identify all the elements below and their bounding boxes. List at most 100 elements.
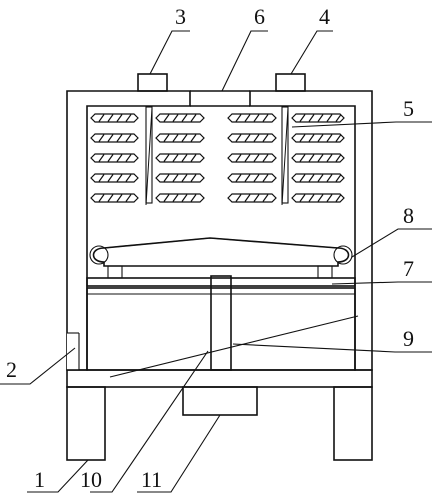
leader-lines [0,30,432,493]
louver-blade-hatch [253,174,260,182]
louver-blade-hatch [107,174,114,182]
label-2: 2 [6,357,17,382]
louver-blade-hatch [181,174,188,182]
shaft-brace [281,107,289,206]
louver-blade-hatch [317,174,324,182]
callout-labels: 3 6 4 5 8 7 9 2 1 10 11 [6,4,414,492]
louver-blade [155,133,205,143]
louver-blade-hatch [116,114,123,122]
label-10: 10 [80,467,102,492]
louver-blade-hatch [244,154,251,162]
louver-blade-hatch [326,134,333,142]
louver-blade-hatch [326,194,333,202]
louver-blade-hatch [235,134,242,142]
label-1: 1 [34,467,45,492]
louver-blade-hatch [181,134,188,142]
louver-blade-hatch [125,154,132,162]
louver-blade-hatch [308,194,315,202]
louver-blade-hatch [299,114,306,122]
louver-blade-hatch [116,194,123,202]
label-8: 8 [403,203,414,228]
louver-blade-hatch [317,114,324,122]
louver-blade-hatch [235,114,242,122]
louver-blade-hatch [308,114,315,122]
louver-blade-hatch [253,114,260,122]
top-fitting-right [275,73,306,92]
top-fitting-left [137,73,168,92]
louver-blade-hatch [299,174,306,182]
louver-blade-hatch [262,114,269,122]
louver-blade-hatch [190,174,197,182]
louver-blade-hatch [172,174,179,182]
louver-blade [155,193,205,203]
louver-blade-hatch [190,114,197,122]
louver-blade-hatch [235,174,242,182]
louver-blade-hatch [107,154,114,162]
bottom-plate [66,369,373,388]
housing-top-wall [66,90,373,371]
bottom-unit-box [182,386,258,416]
louver-blade-hatch [98,114,105,122]
louver-blade-hatch [262,194,269,202]
louver-blade-hatch [335,154,342,162]
louver-blade-hatch [253,154,260,162]
support-leg-right [333,386,373,461]
louver-blade [227,153,277,163]
louver-blade-hatch [335,194,342,202]
louver-blade-hatch [98,134,105,142]
louver-blade [227,173,277,183]
label-11: 11 [141,467,162,492]
louver-blade-hatch [335,174,342,182]
lower-filler-chamber [86,287,356,371]
louver-blade-hatch [107,134,114,142]
louver-blade-hatch [308,134,315,142]
label-6: 6 [254,4,265,29]
louver-blade-hatch [98,194,105,202]
side-opening [67,332,80,370]
louver-blade-hatch [335,114,342,122]
louver-blade-hatch [163,194,170,202]
louver-blade [155,113,205,123]
louver-blade-hatch [244,134,251,142]
label-7: 7 [403,256,414,281]
shaft-brace [145,107,153,206]
louver-shafts [145,106,289,204]
louver-blade-hatch [299,154,306,162]
louver-blade-hatch [244,174,251,182]
louver-blade-hatch [125,174,132,182]
louver-blade-hatch [253,134,260,142]
louver-blade-hatch [317,154,324,162]
louver-blade-assembly [90,107,345,206]
louver-blade-hatch [190,154,197,162]
louver-blade-hatch [172,154,179,162]
louver-blade-hatch [172,114,179,122]
louver-blade [227,133,277,143]
label-5: 5 [403,96,414,121]
louver-blade [227,113,277,123]
louver-blade-hatch [335,134,342,142]
louver-blade-hatch [308,174,315,182]
louver-blade-hatch [163,154,170,162]
louver-blade-hatch [107,114,114,122]
louver-blade-hatch [317,134,324,142]
louver-blade-hatch [190,194,197,202]
louver-blade-hatch [125,194,132,202]
louver-blade-hatch [116,154,123,162]
louver-blade-hatch [116,134,123,142]
louver-blade [155,173,205,183]
louver-blade-hatch [235,194,242,202]
louver-blade-hatch [299,134,306,142]
louver-blade-hatch [107,194,114,202]
louver-blade-hatch [244,114,251,122]
louver-blade-hatch [317,194,324,202]
louver-blade-hatch [163,134,170,142]
louver-blade-hatch [181,154,188,162]
louver-blade-hatch [244,194,251,202]
louver-blade-hatch [262,134,269,142]
louver-blade-hatch [125,134,132,142]
central-column [190,275,252,371]
louver-blade-hatch [163,114,170,122]
louver-blade-hatch [98,174,105,182]
louver-blade-hatch [326,114,333,122]
